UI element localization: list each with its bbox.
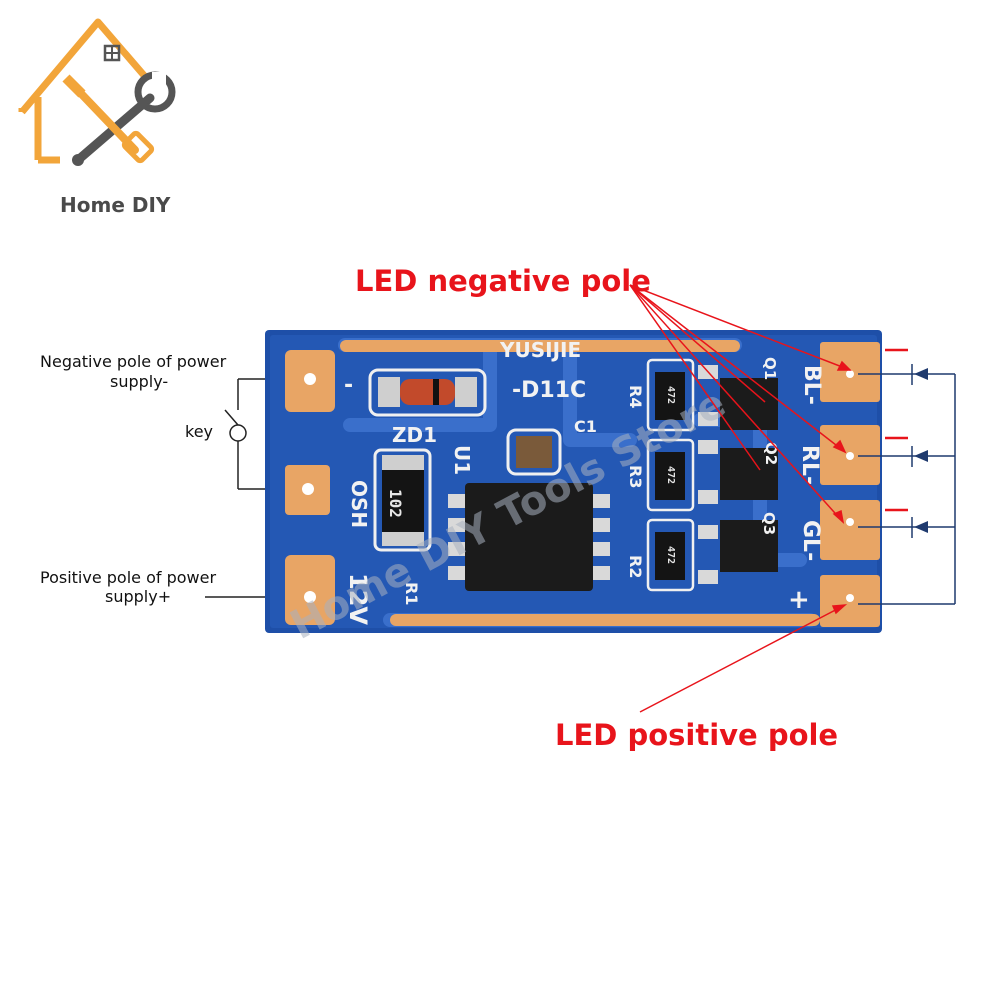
led-negative-callout: LED negative pole [355,264,651,298]
silk-q2: Q2 [762,442,780,465]
wrench-icon [72,71,176,166]
screwdriver-icon [62,74,155,164]
silk-zd1: ZD1 [392,423,437,447]
silk-r4: R4 [626,385,645,408]
resistor-code-r4: 472 [665,386,676,404]
power-negative-label-line2: supply- [110,372,169,391]
resistor-code-r3: 472 [665,466,676,484]
silk-model-top: YUSIJIE [499,338,581,362]
silk-r2: R2 [626,555,645,578]
pad-power-positive [285,555,335,625]
led-wiring-diagram [858,348,956,605]
power-positive-label-line2: supply+ [105,587,172,606]
silk-r1: R1 [402,582,421,605]
silk-osh: OSH [347,480,371,528]
silk-gl: GL- [798,520,823,561]
power-negative-label-line1: Negative pole of power [40,352,227,371]
pcb-board: YUSIJIE -D11C ZD1 C1 - U1 OSH 12V R1 R2 … [265,330,882,649]
silk-voltage: 12V [344,573,372,625]
home-diy-logo [18,18,176,166]
callout-arrows [629,284,852,713]
key-label: key [185,422,214,441]
silk-model-code: -D11C [512,378,586,403]
silk-minus: - [344,373,353,398]
silk-u1: U1 [450,445,474,475]
silk-rl: RL- [797,445,822,485]
silk-bl: BL- [799,365,824,405]
brand-name: Home DIY [60,193,171,217]
silk-r3: R3 [626,465,645,488]
resistor-code-r2: 472 [665,546,676,564]
power-wiring-diagram [205,378,310,598]
u1-chip [465,483,593,591]
power-positive-label-line1: Positive pole of power [40,568,217,587]
transistors [698,365,778,584]
silk-q3: Q3 [760,512,778,535]
led-positive-callout: LED positive pole [555,718,839,752]
silk-c1: C1 [574,417,597,436]
silk-plus: + [788,585,810,615]
resistor-code-r1: 102 [386,489,405,518]
pad-gl [820,500,880,560]
silk-q1: Q1 [761,357,779,380]
